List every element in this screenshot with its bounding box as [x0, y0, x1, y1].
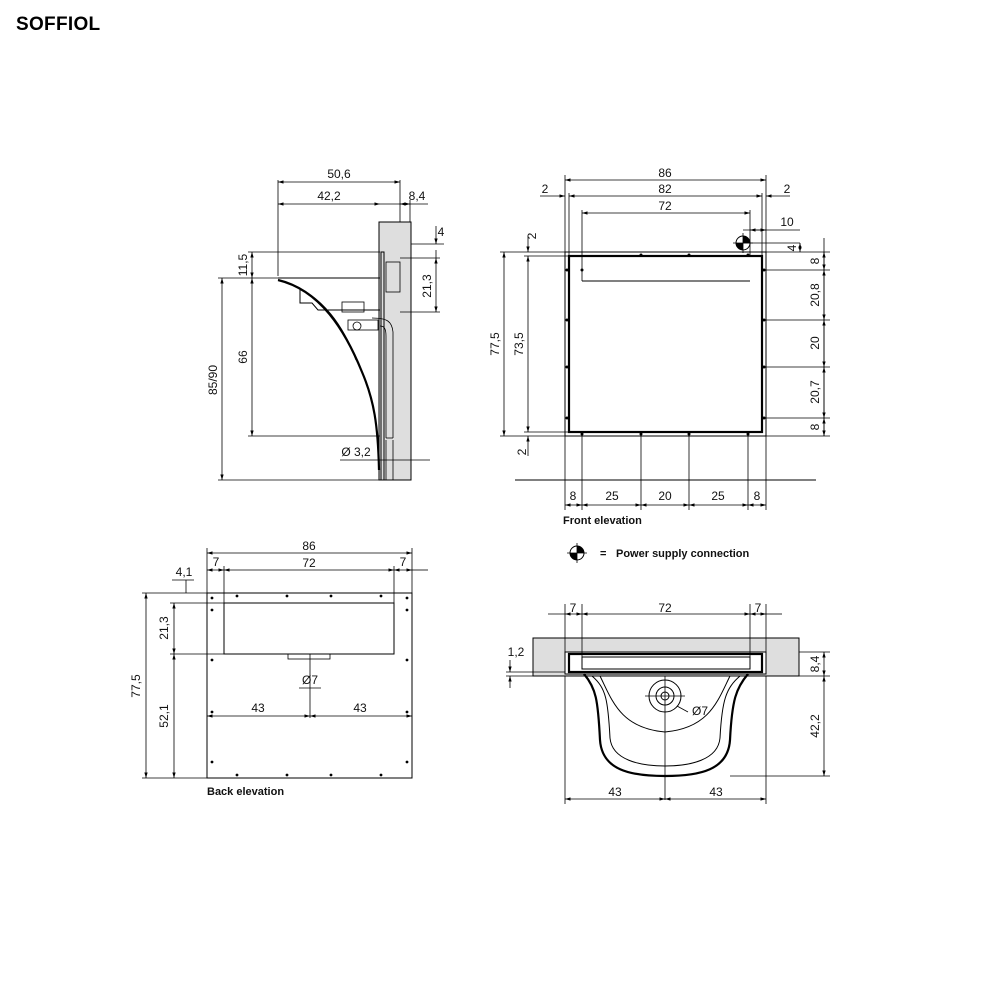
front-dim-outer-height: 77,5	[488, 332, 502, 356]
section-dim-right-half: 43	[709, 785, 723, 799]
front-dim-right-8-bottom: 8	[808, 423, 822, 430]
section-dim-drain-diameter: Ø7	[692, 704, 708, 718]
back-dim-lower-height: 52,1	[157, 704, 171, 728]
legend-power-supply-icon	[567, 543, 587, 563]
side-wall-inner	[380, 251, 385, 481]
legend-label: Power supply connection	[616, 548, 750, 560]
side-dim-cavity-height: 21,3	[420, 274, 434, 298]
back-dim-right-half: 43	[353, 701, 367, 715]
back-view: 86 4,1 7 72 7 21,3 77,5 Ø7 43 43 52,1 Ba…	[129, 539, 428, 798]
side-dim-front-height: 66	[236, 350, 250, 364]
front-dim-overall-width: 86	[658, 166, 672, 180]
front-dim-bottom-25-right: 25	[711, 489, 725, 503]
back-dim-top-offset: 4,1	[176, 565, 193, 579]
front-dim-top-gap: 2	[525, 232, 539, 239]
side-basin-front-curve	[277, 278, 381, 471]
side-dim-top-offset: 4	[438, 225, 445, 239]
side-dim-basin-depth: 42,2	[317, 189, 341, 203]
section-dim-lip-height: 1,2	[508, 645, 525, 659]
legend-equals: =	[600, 548, 606, 560]
page-title: SOFFIOL	[16, 14, 101, 35]
back-dim-left-margin: 7	[213, 555, 220, 569]
back-outer-frame	[206, 592, 413, 779]
back-dim-cavity-width: 72	[302, 556, 316, 570]
front-dim-bottom-8-right: 8	[754, 489, 761, 503]
side-dim-pipe-diameter: Ø 3,2	[341, 445, 371, 459]
section-dim-shelf-depth: 8,4	[808, 655, 822, 672]
back-dim-overall-width: 86	[302, 539, 316, 553]
front-dim-bottom-8-left: 8	[570, 489, 577, 503]
back-dim-overall-height: 77,5	[129, 674, 143, 698]
back-dim-left-half: 43	[251, 701, 265, 715]
front-dim-right-20: 20	[808, 336, 822, 350]
front-dim-bowl-width: 72	[658, 199, 672, 213]
front-dim-bottom-gap: 2	[515, 448, 529, 455]
side-dim-panel-thickness: 8,4	[409, 189, 426, 203]
section-dim-right-margin: 7	[755, 601, 762, 615]
side-dim-rim-height: 11,5	[236, 253, 250, 276]
front-dim-power-offset: 10	[780, 215, 794, 229]
front-dim-right-8-top: 8	[808, 257, 822, 264]
back-elevation-caption: Back elevation	[207, 786, 284, 798]
side-dim-overall-depth: 50,6	[327, 167, 351, 181]
side-dim-mount-height: 85/90	[206, 365, 220, 395]
section-dim-left-margin: 7	[570, 601, 577, 615]
front-inner-frame	[567, 254, 764, 434]
back-cavity	[223, 602, 395, 655]
front-dim-inner-width: 82	[658, 182, 672, 196]
back-dim-cavity-height: 21,3	[157, 616, 171, 640]
front-dim-right-margin: 2	[784, 182, 791, 196]
legend: = Power supply connection	[567, 543, 750, 563]
section-dim-bowl-width: 72	[658, 601, 672, 615]
back-dim-right-margin: 7	[400, 555, 407, 569]
front-dim-bottom-25-left: 25	[605, 489, 619, 503]
section-view: 7 72 7 1,2 8,4 Ø7 42,2 43 43	[506, 601, 830, 804]
front-view: 86 2 82 2 72 10 2 4 8 20,8 77,5 73,5 20 …	[488, 166, 830, 527]
front-dim-right-20-8: 20,8	[808, 283, 822, 307]
back-dim-drain-diameter: Ø7	[302, 673, 318, 687]
front-dim-bottom-20: 20	[658, 489, 672, 503]
front-dim-inner-height: 73,5	[512, 332, 526, 356]
section-dim-basin-depth: 42,2	[808, 714, 822, 738]
front-elevation-caption: Front elevation	[563, 515, 642, 527]
front-dim-left-margin: 2	[542, 182, 549, 196]
side-view: 50,6 42,2 8,4 4 11,5 21,3 66 85/90 Ø 3,2	[206, 167, 445, 481]
section-dim-left-half: 43	[608, 785, 622, 799]
front-dim-right-20-7: 20,7	[808, 380, 822, 404]
front-dim-power-height: 4	[785, 244, 799, 251]
front-outer-frame	[564, 251, 767, 437]
